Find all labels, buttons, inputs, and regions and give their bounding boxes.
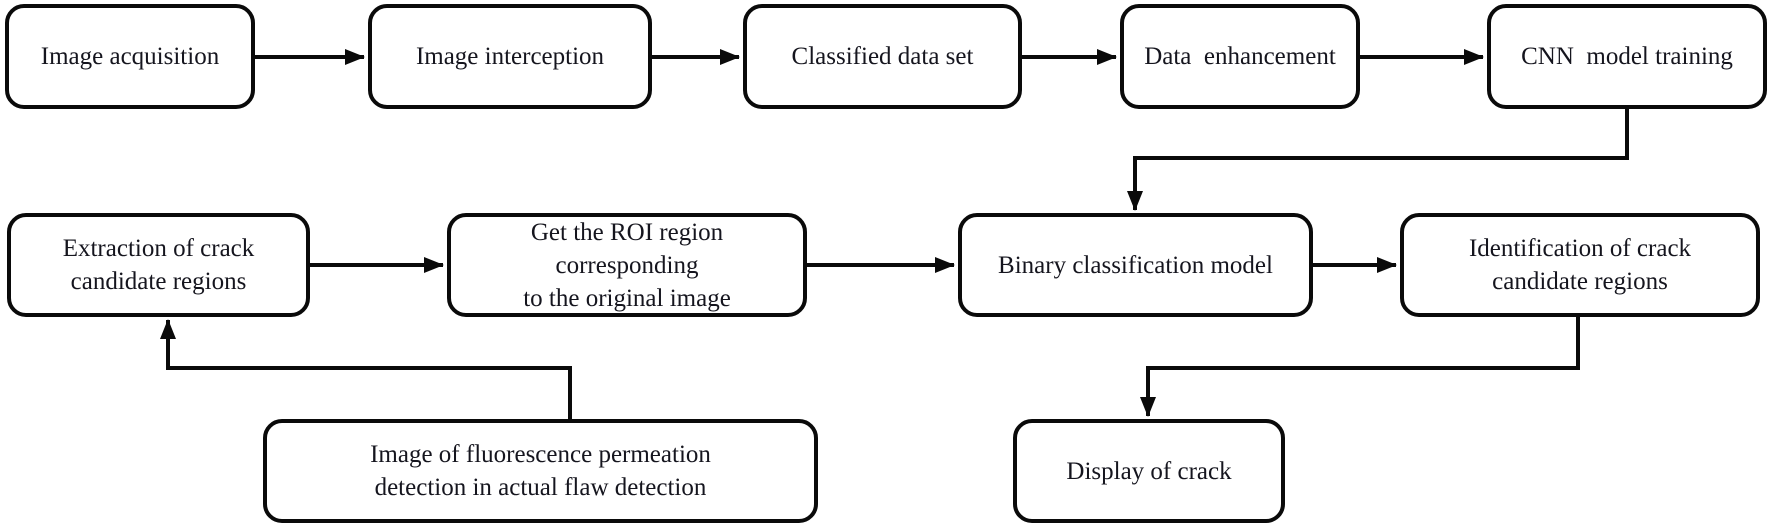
node-display-of-crack: Display of crack <box>1013 419 1285 523</box>
node-data-enhancement: Data enhancement <box>1120 4 1360 109</box>
connector-identification-to-display-of-crack <box>1140 317 1580 417</box>
node-image-acquisition: Image acquisition <box>5 4 255 109</box>
node-classified-data-set: Classified data set <box>743 4 1022 109</box>
node-label: Get the ROI region corresponding to the … <box>523 218 731 312</box>
node-fluorescence-image: Image of fluorescence permeation detecti… <box>263 419 818 523</box>
node-label: Image interception <box>415 43 605 70</box>
node-label: CNN model training <box>1521 43 1733 70</box>
node-label: Display of crack <box>1066 457 1232 485</box>
node-label: Data enhancement <box>1144 43 1336 70</box>
node-extraction-of-crack-candidate-regions: Extraction of crack candidate regions <box>7 213 310 317</box>
node-identification-of-crack-candidate-regions: Identification of crack candidate region… <box>1400 213 1760 317</box>
node-cnn-model-training: CNN model training <box>1487 4 1767 109</box>
node-binary-classification-model: Binary classification model <box>958 213 1313 317</box>
node-label: Classified data set <box>791 43 974 70</box>
node-label: Image acquisition <box>40 43 220 70</box>
node-label: Image of fluorescence permeation detecti… <box>370 441 711 501</box>
node-image-interception: Image interception <box>368 4 652 109</box>
connector-cnn-model-training-to-binary-classification-model <box>1127 108 1629 211</box>
node-label: Extraction of crack candidate regions <box>62 235 255 295</box>
node-label: Binary classification model <box>998 251 1273 279</box>
connector-fluorescence-image-to-extraction <box>160 319 572 419</box>
node-get-roi-region: Get the ROI region corresponding to the … <box>447 213 807 317</box>
node-label: Identification of crack candidate region… <box>1468 235 1692 295</box>
